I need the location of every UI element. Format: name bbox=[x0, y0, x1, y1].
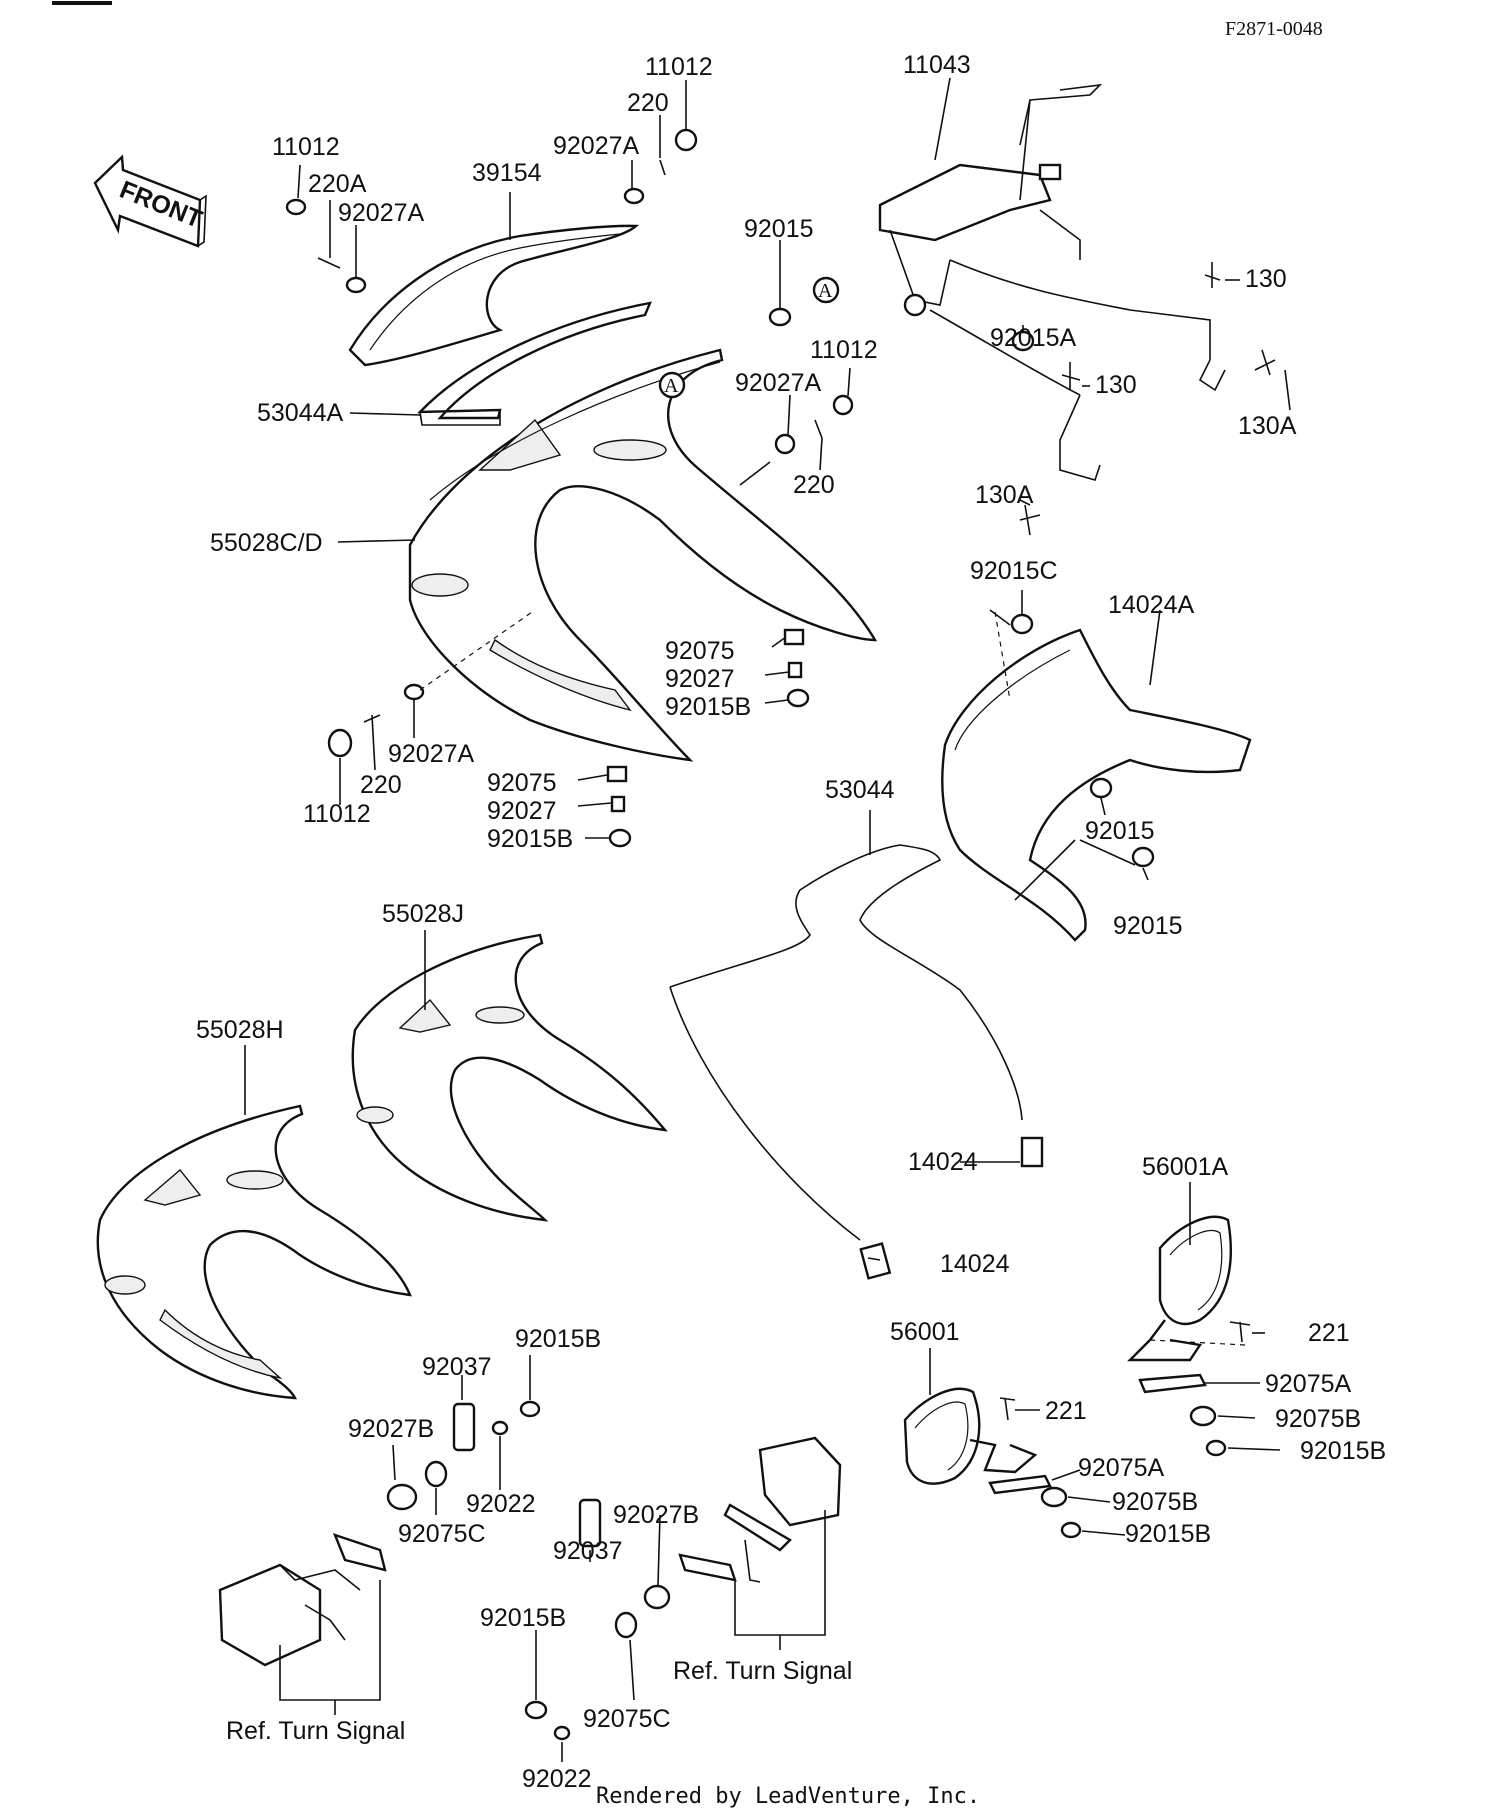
label-92075a-mid: 92075A bbox=[1078, 1454, 1165, 1482]
label-53044: 53044 bbox=[825, 776, 895, 804]
label-92027-lower: 92027 bbox=[487, 797, 557, 825]
label-92037-left: 92037 bbox=[422, 1353, 492, 1381]
label-92027b-right: 92027B bbox=[613, 1501, 699, 1529]
label-92075b-mid: 92075B bbox=[1112, 1488, 1198, 1516]
label-56001: 56001 bbox=[890, 1318, 960, 1346]
label-92015b-bottom: 92015B bbox=[480, 1604, 566, 1632]
front-arrow-icon: FRONT bbox=[93, 154, 207, 248]
mirror-56001-part bbox=[903, 1387, 1052, 1495]
label-92075-lower: 92075 bbox=[487, 769, 557, 797]
label-92027-upper: 92027 bbox=[665, 665, 735, 693]
label-92015b-mid: 92015B bbox=[1125, 1520, 1211, 1548]
label-92075c-bottom: 92075C bbox=[583, 1705, 671, 1733]
label-220-top: 220 bbox=[627, 89, 669, 117]
label-14024-lower: 14024 bbox=[940, 1250, 1010, 1278]
label-ref-turn-signal-right: Ref. Turn Signal bbox=[673, 1657, 852, 1685]
part-labels: 11012 11043 220 92027A 11012 220A 92027A… bbox=[196, 51, 1386, 1793]
fairing-bracket-part bbox=[878, 83, 1226, 481]
mirror-56001a-part bbox=[1127, 1215, 1232, 1394]
label-11012-lower: 11012 bbox=[303, 800, 371, 828]
label-92027a-top: 92027A bbox=[553, 132, 640, 160]
label-92075b-right: 92075B bbox=[1275, 1405, 1361, 1433]
label-92015-lower-right: 92015 bbox=[1113, 912, 1183, 940]
label-14024a: 14024A bbox=[1108, 591, 1195, 619]
label-55028cd: 55028C/D bbox=[210, 529, 323, 557]
fairing-main-part bbox=[408, 348, 878, 762]
label-92015a: 92015A bbox=[990, 324, 1077, 352]
footer-credit: Rendered by LeadVenture, Inc. bbox=[596, 1784, 980, 1809]
leader-lines bbox=[244, 77, 1291, 1762]
label-130a-right: 130A bbox=[1238, 412, 1297, 440]
edge-trim-part bbox=[669, 844, 1044, 1280]
turn-signal-left-part bbox=[218, 1533, 387, 1667]
label-130a-mid: 130A bbox=[975, 481, 1034, 509]
label-130-right: 130 bbox=[1245, 265, 1287, 293]
label-92027a-lower: 92027A bbox=[388, 740, 475, 768]
label-55028h: 55028H bbox=[196, 1016, 284, 1044]
label-92015b-lower: 92015B bbox=[487, 825, 573, 853]
label-221-lower: 221 bbox=[1045, 1397, 1087, 1425]
label-92015-a: 92015 bbox=[744, 215, 814, 243]
label-130-mid: 130 bbox=[1095, 371, 1137, 399]
label-220-mid: 220 bbox=[793, 471, 835, 499]
windshield-part bbox=[348, 224, 640, 367]
label-220-lower: 220 bbox=[360, 771, 402, 799]
label-92027b-left: 92027B bbox=[348, 1415, 434, 1443]
label-11012-top: 11012 bbox=[645, 53, 713, 81]
label-92022-bottom: 92022 bbox=[522, 1765, 592, 1793]
fairing-j-part bbox=[351, 933, 668, 1222]
hardware-parts bbox=[285, 128, 1276, 1741]
inner-panel-part bbox=[941, 628, 1252, 942]
label-55028j: 55028J bbox=[382, 900, 464, 928]
label-53044a: 53044A bbox=[257, 399, 344, 427]
label-56001a: 56001A bbox=[1142, 1153, 1229, 1181]
label-220a: 220A bbox=[308, 170, 367, 198]
label-92075-upper: 92075 bbox=[665, 637, 735, 665]
label-92015b-upper: 92015B bbox=[665, 693, 751, 721]
turn-signal-right-part bbox=[678, 1436, 842, 1583]
label-11012-mid: 11012 bbox=[810, 336, 878, 364]
label-92037-right: 92037 bbox=[553, 1537, 623, 1565]
label-92027a-left: 92027A bbox=[338, 199, 425, 227]
fairing-h-part bbox=[96, 1104, 412, 1400]
label-221-upper: 221 bbox=[1308, 1319, 1350, 1347]
label-39154: 39154 bbox=[472, 159, 542, 187]
windshield-trim-part bbox=[417, 301, 652, 426]
diagram-code: F2871-0048 bbox=[1225, 18, 1323, 40]
label-14024-upper: 14024 bbox=[908, 1148, 978, 1176]
label-92027a-mid: 92027A bbox=[735, 369, 822, 397]
ref-marker-a-1: A bbox=[818, 280, 833, 302]
label-ref-turn-signal-left: Ref. Turn Signal bbox=[226, 1717, 405, 1745]
reference-markers: A A bbox=[658, 276, 840, 399]
label-92015b-right: 92015B bbox=[1300, 1437, 1386, 1465]
label-11043: 11043 bbox=[903, 51, 971, 79]
label-92015b-left-top: 92015B bbox=[515, 1325, 601, 1353]
label-11012-left: 11012 bbox=[272, 133, 340, 161]
label-92075a-right: 92075A bbox=[1265, 1370, 1352, 1398]
label-92022-left: 92022 bbox=[466, 1490, 536, 1518]
label-92015-upper-right: 92015 bbox=[1085, 817, 1155, 845]
label-92075c-left: 92075C bbox=[398, 1520, 486, 1548]
label-92015c: 92015C bbox=[970, 557, 1058, 585]
ref-marker-a-2: A bbox=[664, 375, 679, 397]
